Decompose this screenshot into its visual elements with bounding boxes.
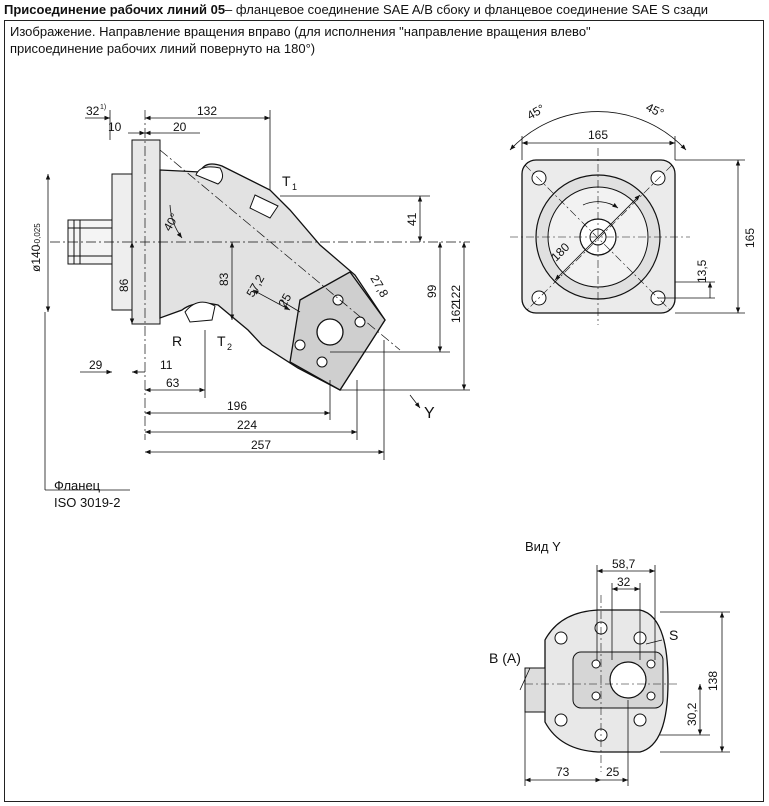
view-y-dimension-lines <box>519 565 730 786</box>
page-title: Присоединение рабочих линий 05– фланцево… <box>4 2 766 18</box>
dim-196: 196 <box>227 399 247 413</box>
drawing-frame <box>4 20 764 802</box>
label-r: R <box>172 333 182 349</box>
dim-41: 41 <box>405 212 419 226</box>
flange-label-2: ISO 3019-2 <box>54 495 121 510</box>
drawing-caption: Изображение. Направление вращения вправо… <box>10 23 750 57</box>
view-y <box>519 565 730 786</box>
view-y-title: Вид Y <box>525 539 561 554</box>
dim-30-2: 30,2 <box>685 702 699 726</box>
dim-224: 224 <box>237 418 257 432</box>
dim-13-5: 13,5 <box>695 259 709 283</box>
dim-257: 257 <box>251 438 271 452</box>
label-t2: T <box>217 333 226 349</box>
view-y-labels: 58,7 32 138 30,2 73 25 B (A) S <box>489 557 720 779</box>
dim-32-note: 1) <box>100 104 106 111</box>
dim-140-tol: -0,025 <box>33 223 42 246</box>
angle-45-left: 45° <box>525 101 548 122</box>
label-s: S <box>669 627 678 643</box>
side-dimension-lines <box>44 110 470 491</box>
flange-label-1: Фланец <box>54 478 101 493</box>
dim-162: 162 <box>449 303 463 323</box>
dim-27-8: 27,8 <box>367 273 391 301</box>
side-view <box>44 110 470 491</box>
dim-32-y: 32 <box>617 575 631 589</box>
dim-73: 73 <box>556 765 570 779</box>
dim-63: 63 <box>166 376 180 390</box>
front-view <box>509 111 745 325</box>
dim-165-right: 165 <box>743 228 757 248</box>
dim-32: 32 <box>86 104 100 118</box>
label-t1-sub: 1 <box>292 182 297 192</box>
caption-line-2: присоединение рабочих линий повернуто на… <box>10 41 316 56</box>
flange-bolt-holes <box>531 170 666 306</box>
dim-165-top: 165 <box>588 128 608 142</box>
dim-140: ø140 <box>29 244 43 272</box>
label-b-a: B (A) <box>489 650 521 666</box>
dim-86: 86 <box>117 278 131 292</box>
t2-port <box>184 301 216 323</box>
dim-25-y: 25 <box>606 765 620 779</box>
dim-20: 20 <box>173 120 187 134</box>
caption-line-1: Изображение. Направление вращения вправо… <box>10 24 591 39</box>
dim-132: 132 <box>197 104 217 118</box>
label-t2-sub: 2 <box>227 342 232 352</box>
mounting-flange <box>131 139 161 325</box>
dim-10: 10 <box>108 120 122 134</box>
label-t1: T <box>282 173 291 189</box>
dim-25: 25 <box>275 291 294 310</box>
dim-11: 11 <box>160 358 173 372</box>
dim-122: 122 <box>449 285 463 305</box>
dim-99: 99 <box>425 284 439 298</box>
dim-138: 138 <box>706 671 720 691</box>
dim-83: 83 <box>217 272 231 286</box>
angle-45-right: 45° <box>644 100 667 120</box>
title-bold: Присоединение рабочих линий 05 <box>4 2 226 17</box>
dim-58-7: 58,7 <box>612 557 636 571</box>
title-rest: – фланцевое соединение SAE A/B сбоку и ф… <box>225 2 709 17</box>
front-dimension-lines <box>509 111 745 314</box>
label-y: Y <box>424 405 435 422</box>
dim-29: 29 <box>89 358 103 372</box>
t1-port <box>195 166 224 185</box>
